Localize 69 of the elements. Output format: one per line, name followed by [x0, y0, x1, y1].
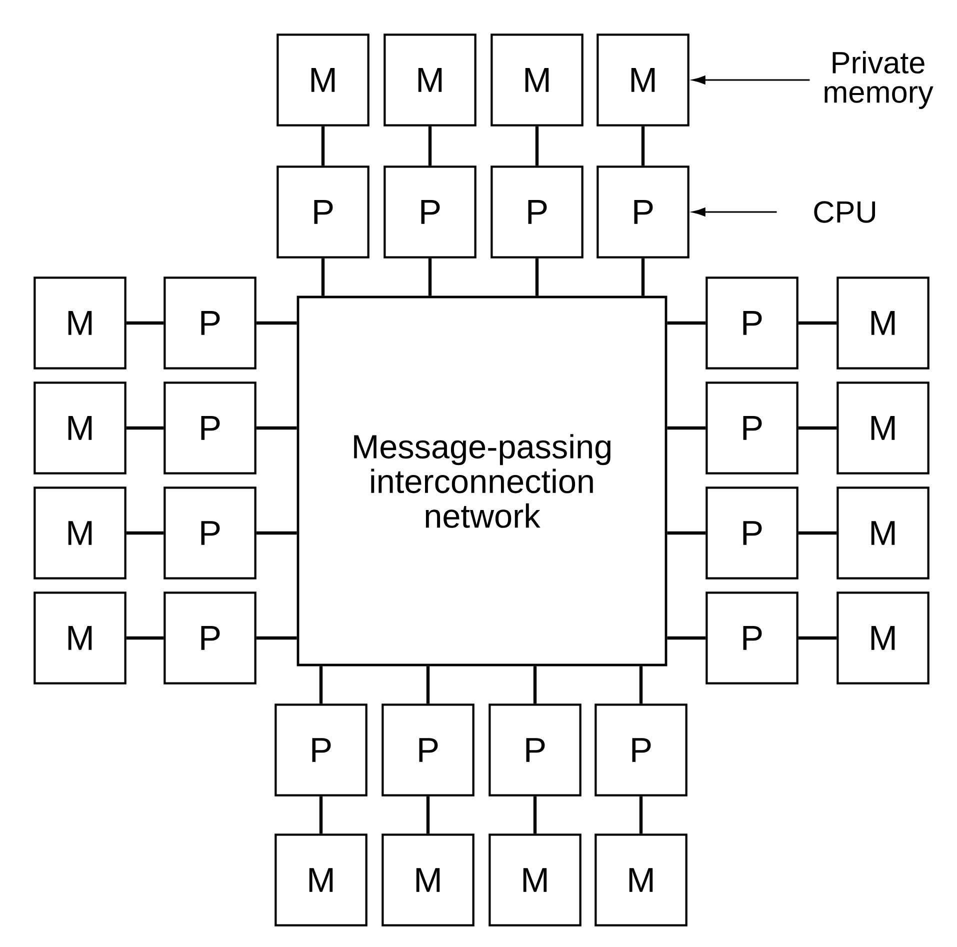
- connector-line: [533, 666, 537, 704]
- connector-line: [126, 426, 164, 430]
- connector-line: [256, 531, 297, 535]
- unit-box: M: [34, 276, 126, 370]
- unit-box: P: [488, 704, 582, 796]
- leader-line: [692, 208, 777, 216]
- connector-line: [126, 636, 164, 640]
- connector-line: [641, 126, 645, 166]
- unit-box: M: [490, 34, 584, 126]
- connector-line: [798, 531, 837, 535]
- unit-box: P: [706, 486, 798, 580]
- network-box: Message-passing interconnection network: [296, 296, 668, 666]
- unit-box: M: [384, 34, 476, 126]
- connector-line: [535, 258, 539, 296]
- connector-line: [256, 426, 297, 430]
- connector-line: [256, 321, 297, 325]
- connector-line: [641, 258, 645, 296]
- unit-box: M: [836, 486, 930, 580]
- unit-box: P: [164, 276, 256, 370]
- connector-line: [798, 321, 837, 325]
- connector-line: [426, 796, 430, 834]
- connector-line: [319, 666, 323, 704]
- connector-line: [798, 636, 837, 640]
- unit-box: M: [836, 592, 930, 684]
- unit-box: P: [164, 592, 256, 684]
- unit-box: M: [488, 834, 582, 926]
- unit-box: M: [594, 834, 688, 926]
- connector-line: [639, 666, 643, 704]
- connector-line: [798, 426, 837, 430]
- connector-line: [428, 126, 432, 166]
- connector-line: [428, 258, 432, 296]
- connector-line: [256, 636, 297, 640]
- unit-box: M: [274, 834, 368, 926]
- unit-box: P: [490, 166, 584, 258]
- unit-box: P: [596, 166, 690, 258]
- connector-line: [533, 796, 537, 834]
- unit-box: M: [596, 34, 690, 126]
- unit-box: P: [276, 166, 370, 258]
- unit-box: M: [382, 834, 474, 926]
- unit-box: M: [34, 486, 126, 580]
- connector-line: [667, 321, 706, 325]
- leader-text: CPU: [814, 201, 876, 223]
- unit-box: P: [274, 704, 368, 796]
- connector-line: [667, 636, 706, 640]
- leader-text: Private memory: [824, 51, 934, 109]
- unit-box: P: [164, 382, 256, 474]
- connector-line: [535, 126, 539, 166]
- connector-line: [126, 321, 164, 325]
- connector-line: [319, 796, 323, 834]
- connector-line: [426, 666, 430, 704]
- connector-line: [667, 531, 706, 535]
- unit-box: M: [836, 276, 930, 370]
- connector-line: [126, 531, 164, 535]
- unit-box: P: [164, 486, 256, 580]
- unit-box: P: [706, 382, 798, 474]
- unit-box: P: [594, 704, 688, 796]
- unit-box: M: [34, 382, 126, 474]
- unit-box: M: [34, 592, 126, 684]
- unit-box: P: [382, 704, 474, 796]
- unit-box: M: [276, 34, 370, 126]
- leader-line: [692, 76, 810, 84]
- unit-box: P: [384, 166, 476, 258]
- connector-line: [639, 796, 643, 834]
- connector-line: [321, 258, 325, 296]
- unit-box: M: [836, 382, 930, 474]
- unit-box: P: [706, 592, 798, 684]
- connector-line: [321, 126, 325, 166]
- connector-line: [667, 426, 706, 430]
- unit-box: P: [706, 276, 798, 370]
